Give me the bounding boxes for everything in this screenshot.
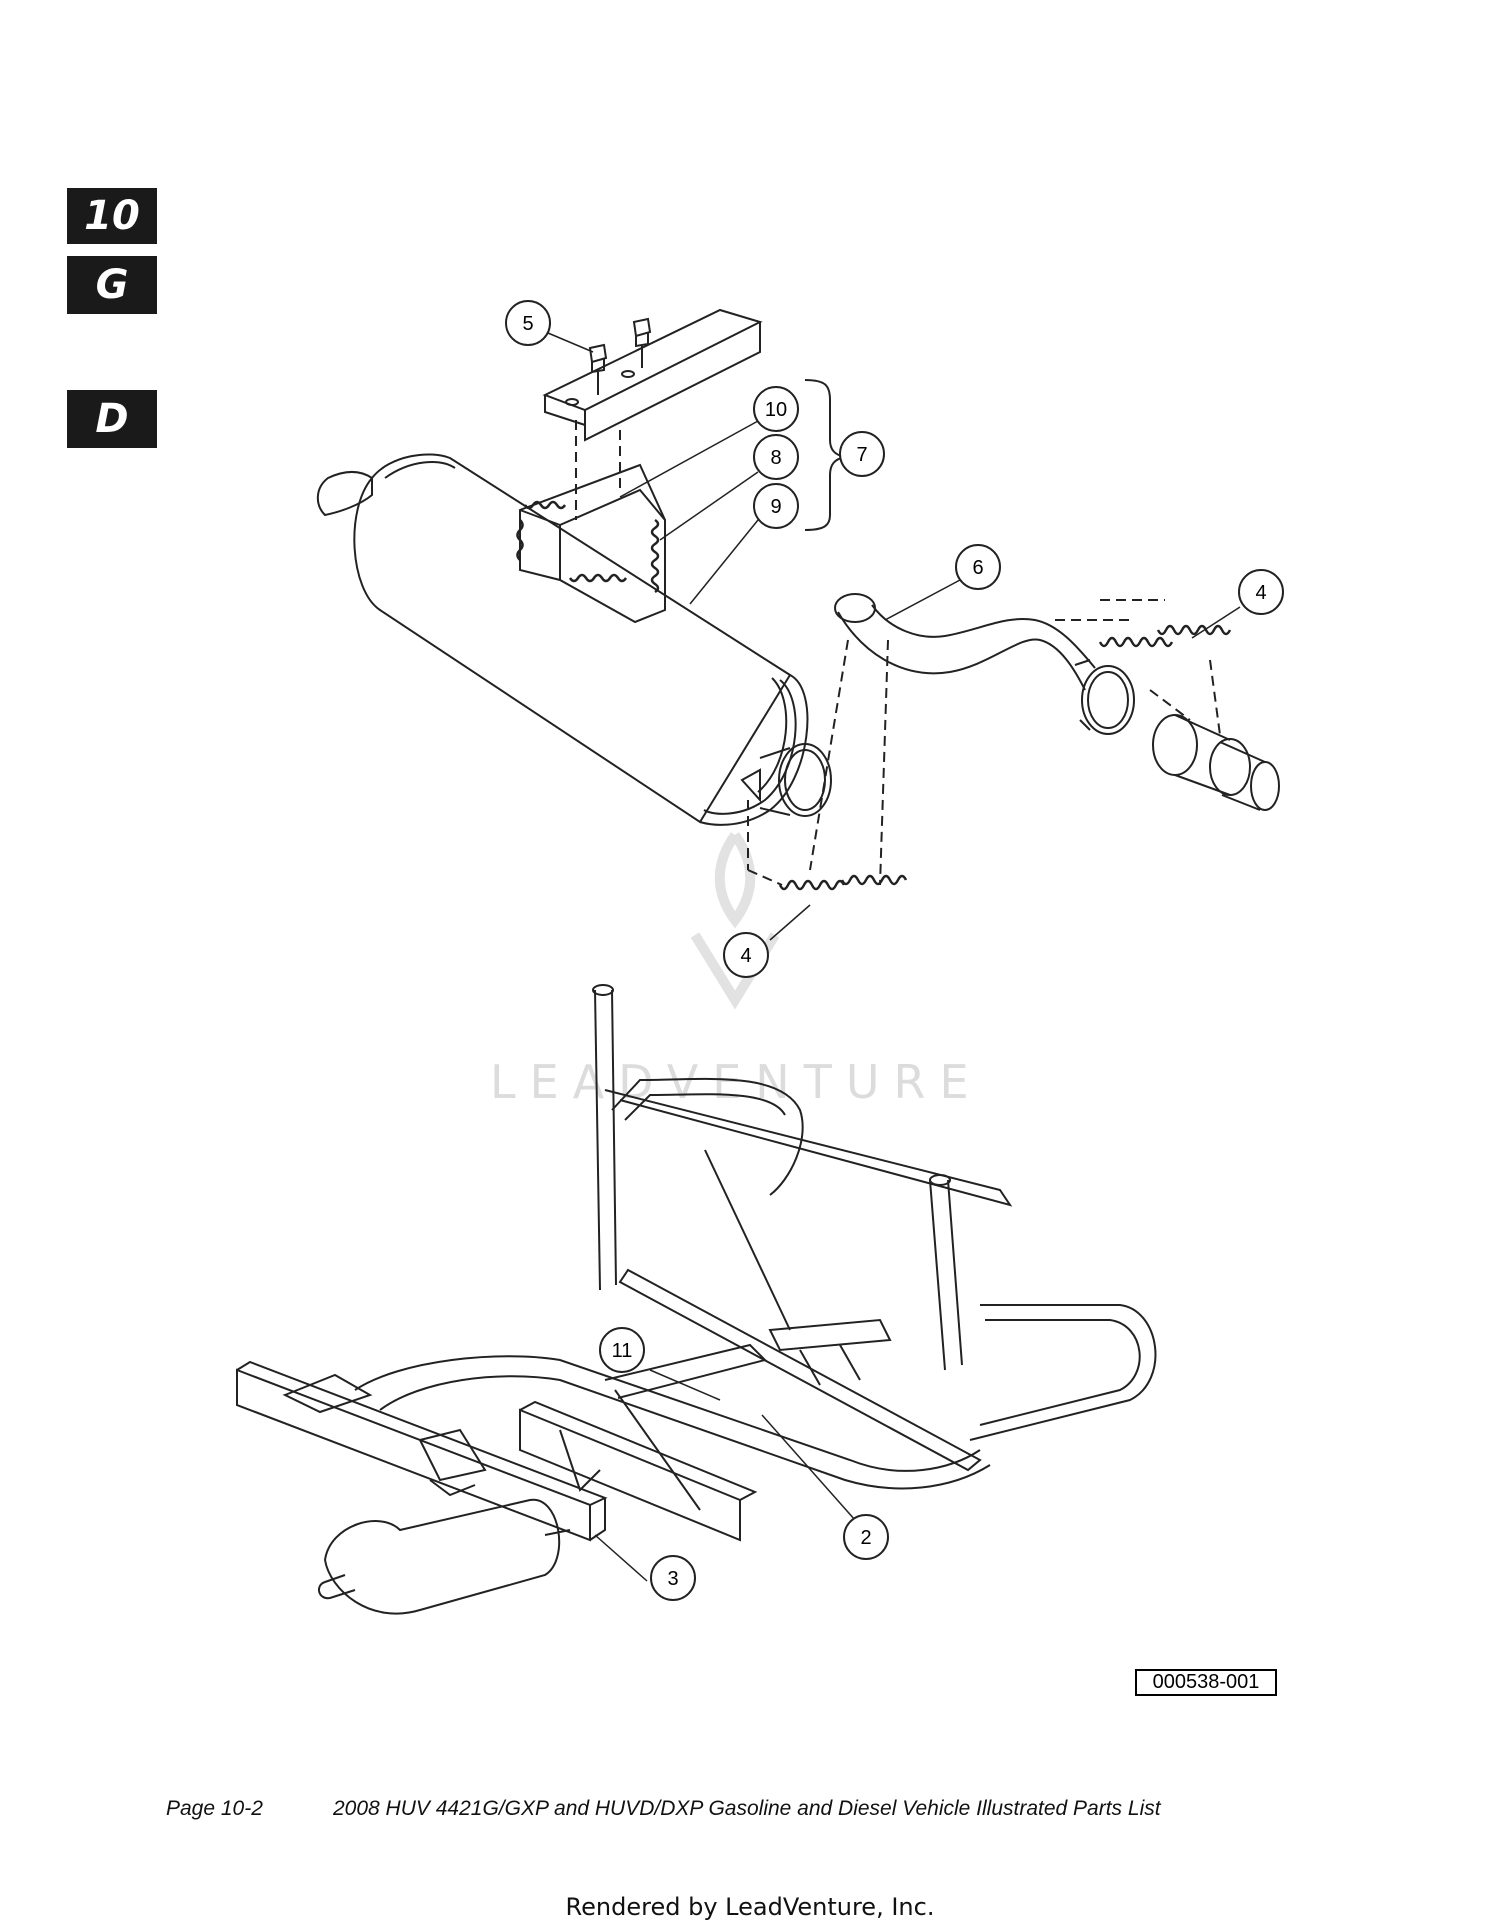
svg-text:11: 11 [612, 1340, 633, 1362]
group-bracket-7 [804, 379, 846, 531]
svg-text:6: 6 [972, 557, 983, 579]
callout-9: 9 [753, 483, 799, 529]
vehicle-frame [236, 984, 1157, 1542]
watermark-logo-icon [690, 832, 780, 1010]
callout-11: 11 [599, 1327, 645, 1373]
spring-4-upper-a [1098, 636, 1174, 648]
section-tab-10: 10 [67, 188, 157, 244]
mounting-bracket [542, 308, 763, 442]
figure-number: 000538-001 [1135, 1669, 1277, 1696]
page-number: Page 10-2 [166, 1797, 263, 1820]
page-footer: Page 10-2 2008 HUV 4421G/GXP and HUVD/DXP… [166, 1797, 1161, 1821]
bolt-5a [588, 343, 608, 395]
spring-4-lower-b [840, 874, 908, 886]
svg-text:3: 3 [667, 1568, 678, 1590]
svg-text:7: 7 [856, 444, 867, 466]
spring-4-upper-b [1156, 624, 1232, 636]
svg-text:8: 8 [770, 447, 781, 469]
callout-8: 8 [753, 434, 799, 480]
watermark-text: LEADVENTURE [490, 1055, 983, 1109]
svg-text:5: 5 [522, 313, 533, 335]
leader-lines [547, 332, 1241, 1582]
svg-text:2: 2 [860, 1527, 871, 1549]
callout-5: 5 [505, 300, 551, 346]
muffler [316, 453, 809, 826]
exhaust-pipe [834, 593, 1135, 735]
rendered-by-credit: Rendered by LeadVenture, Inc. [565, 1893, 935, 1921]
callout-7: 7 [839, 431, 885, 477]
callout-3: 3 [650, 1555, 696, 1601]
svg-text:4: 4 [740, 945, 751, 967]
spring-4-lower-a [778, 879, 846, 891]
muffler-hanger-box [519, 463, 666, 624]
callout-10: 10 [753, 386, 799, 432]
muffler-outlet [740, 743, 832, 817]
svg-text:9: 9 [770, 496, 781, 518]
svg-text:10: 10 [765, 399, 787, 421]
rear-muffler [318, 1428, 571, 1615]
section-tab-d: D [67, 390, 157, 448]
callout-2: 2 [843, 1514, 889, 1560]
svg-text:4: 4 [1255, 582, 1266, 604]
callout-6: 6 [955, 544, 1001, 590]
tail-pipe [1152, 714, 1280, 811]
spring-8 [516, 500, 660, 594]
section-tab-g: G [67, 256, 157, 314]
callout-4-upper: 4 [1238, 569, 1284, 615]
document-title: 2008 HUV 4421G/GXP and HUVD/DXP Gasoline… [333, 1797, 1161, 1820]
bolt-5b [632, 317, 652, 368]
callout-4-lower: 4 [723, 932, 769, 978]
